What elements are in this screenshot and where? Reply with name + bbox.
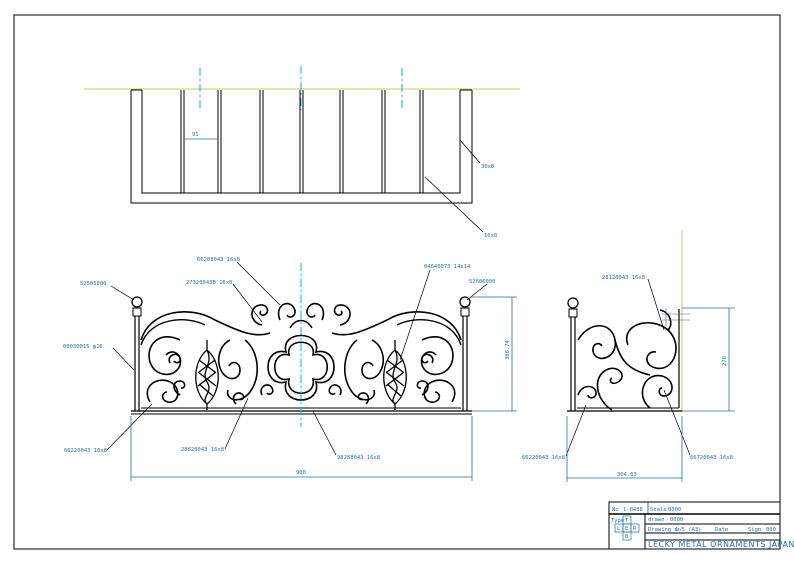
tb-scale-value: 0000 (668, 507, 681, 513)
label-66720043: 66720043 16x8 (690, 455, 733, 461)
left-basket-twist (195, 340, 219, 410)
label-28820043: 28820043 16x8 (181, 447, 224, 453)
dim-91-label: 91 (192, 132, 199, 138)
label-52606000: 52606000 (469, 279, 496, 285)
tb-drawn-label: drawn (648, 517, 665, 523)
tb-logo-b: B (625, 534, 629, 540)
dim-900: 900 (296, 470, 306, 476)
label-00030015: 00030015 φ16 (63, 344, 103, 350)
tb-logo-r: R (633, 526, 637, 532)
label-side-66220043: 66220043 16x8 (522, 455, 565, 461)
tb-no-label: No (612, 507, 619, 513)
tb-type-label: Type (611, 518, 624, 524)
tb-scale-label: Scale (650, 507, 667, 513)
center-quatrefoil (267, 334, 335, 401)
title-block: No 1-0488 Scale 0000 Type T L E R B draw… (608, 501, 794, 550)
label-66288043: 66288043 16x8 (197, 257, 240, 263)
tb-no-value: 1-0488 (623, 507, 643, 513)
label-30x8: 30x8 (481, 164, 494, 170)
left-post (131, 296, 143, 411)
label-04640073: 04640073 14x14 (424, 264, 471, 270)
tb-drawing-no-value: 1 5 (A3) (675, 527, 702, 533)
tb-company: LECKY METAL ORNAMENTS JAPAN (648, 540, 794, 549)
label-98288043: 98288043 16x8 (337, 455, 380, 461)
tb-drawn-value: 0000 (670, 517, 683, 523)
label-16x8: 16x8 (484, 233, 497, 239)
label-28120043: 28120043 16x8 (602, 275, 645, 281)
tb-date-label: Date (715, 527, 728, 533)
dim-388-74: 388.74 (505, 339, 511, 360)
tb-logo-t: T (625, 518, 629, 524)
tb-drawing-no-label: Drawing no (648, 527, 681, 533)
side-view: 28120043 16x8 66220043 16x8 66720043 16x… (522, 230, 735, 482)
label-66220043: 66220043 16x8 (64, 448, 107, 454)
side-post (567, 297, 579, 411)
right-post (459, 296, 471, 411)
tb-sign-label: Sign (748, 527, 761, 533)
tb-logo-l: L (617, 526, 621, 532)
label-27320043: 27320043B 16x8 (186, 280, 232, 286)
sheet-border (13, 14, 781, 550)
right-basket-twist (383, 340, 407, 410)
front-view: 52505000 00030015 φ16 66288043 16x8 2732… (63, 257, 517, 481)
top-view: 91 30x8 16x8 (84, 66, 520, 239)
tb-logo (614, 515, 640, 541)
tb-logo-e: E (625, 526, 628, 532)
dim-304-63: 304.63 (617, 472, 637, 478)
label-52505000: 52505000 (80, 281, 107, 287)
dim-278: 278 (722, 356, 728, 366)
tb-sign-value: 000 (766, 527, 776, 533)
